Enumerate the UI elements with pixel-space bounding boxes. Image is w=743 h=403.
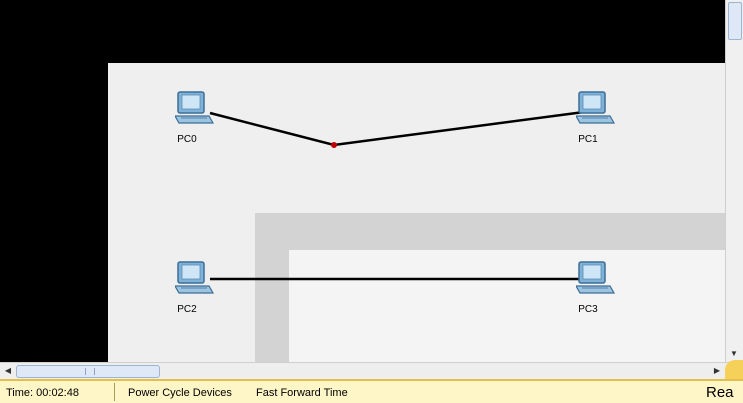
vertical-scrollbar[interactable]: ▼ — [725, 0, 743, 362]
device-label: PC3 — [578, 304, 598, 315]
status-bar: Time: 00:02:48 Power Cycle Devices Fast … — [0, 379, 743, 403]
scroll-grip — [85, 368, 95, 375]
cluster-area[interactable] — [289, 250, 725, 362]
logical-workspace[interactable]: PC0 PC1 PC2 PC3 — [0, 0, 725, 362]
arrow-down-icon[interactable]: ▼ — [730, 349, 738, 358]
pc-icon — [576, 91, 616, 124]
links-layer — [209, 110, 585, 281]
horizontal-scroll-thumb[interactable] — [16, 365, 160, 378]
device-label: PC1 — [578, 134, 598, 145]
pc-icon — [175, 91, 215, 124]
device-pc2[interactable]: PC2 — [167, 260, 217, 315]
vertical-scroll-thumb[interactable] — [728, 2, 742, 40]
fast-forward-time-button[interactable]: Fast Forward Time — [256, 387, 348, 399]
device-label: PC2 — [177, 304, 197, 315]
arrow-right-icon[interactable]: ▶ — [713, 366, 721, 375]
status-divider — [114, 383, 115, 401]
device-pc3[interactable]: PC3 — [568, 260, 618, 315]
device-pc0[interactable]: PC0 — [167, 90, 217, 145]
device-pc1[interactable]: PC1 — [568, 90, 618, 145]
time-display: Time: 00:02:48 — [6, 387, 79, 399]
link-bend-point[interactable] — [331, 142, 337, 148]
pc-icon — [576, 261, 616, 294]
power-cycle-devices-button[interactable]: Power Cycle Devices — [128, 387, 232, 399]
horizontal-scrollbar[interactable]: ◀ ▶ — [0, 362, 743, 379]
link-pc0-pc1[interactable] — [209, 110, 585, 147]
realtime-mode-tab[interactable] — [725, 360, 743, 380]
realtime-mode-label[interactable]: Rea — [706, 384, 734, 401]
pc-icon — [175, 261, 215, 294]
device-label: PC0 — [177, 134, 197, 145]
arrow-left-icon[interactable]: ◀ — [4, 366, 12, 375]
